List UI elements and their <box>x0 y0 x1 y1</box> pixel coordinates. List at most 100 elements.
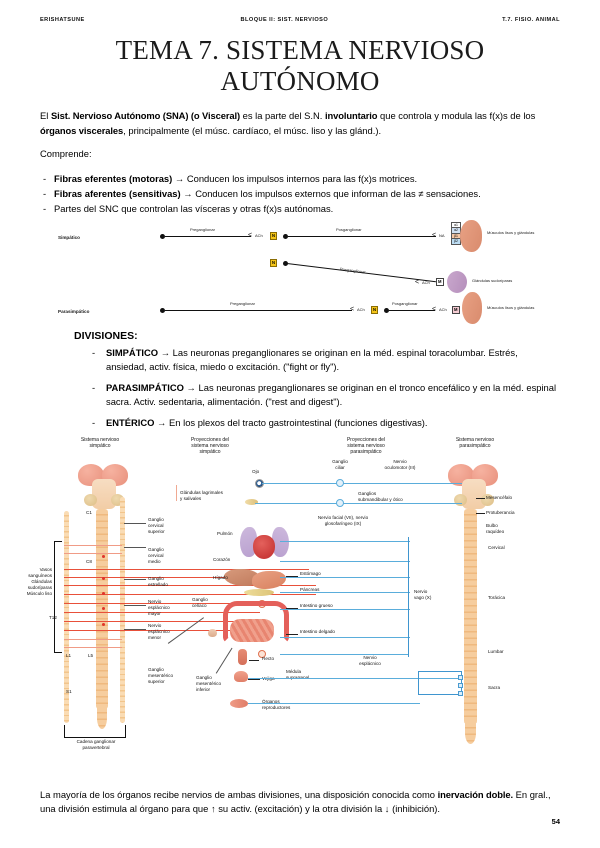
intro-paragraph: El Sist. Nervioso Autónomo (SNA) (o Visc… <box>40 109 560 138</box>
division-desc: → Las neuronas preganglionares se origin… <box>106 346 518 372</box>
fig1-axon-pre-symp <box>165 236 251 237</box>
division-desc: → En los plexos del tracto gastrointesti… <box>154 416 428 428</box>
fig1-ach-symp-1: ACh <box>255 232 263 238</box>
fig1-post-label-para: Posganglionar <box>392 300 418 306</box>
intro-term-sna: Sist. Nervioso Autónomo (SNA) (o Viscera… <box>50 110 241 121</box>
fig2-para-projection <box>248 677 458 679</box>
fig2-ramus <box>64 593 316 595</box>
fig2-spine-mark-t1: T12 <box>49 614 57 620</box>
fig2-spine-mark-s1: S1 <box>66 688 72 694</box>
fig2-label-bladder: Vejiga <box>262 676 275 682</box>
fig2-ramus <box>64 544 122 546</box>
fig1-organ-smooth-muscle <box>460 219 482 252</box>
fig1-receptor-m-para: M <box>452 305 460 314</box>
outro-paragraph: La mayoría de los órganos recibe nervios… <box>40 788 560 817</box>
header-center: BLOQUE II: SIST. NERVIOSO <box>240 17 329 23</box>
fig2-leader-line <box>124 546 146 548</box>
fig2-label-ciliary-ganglion: Ganglio ciliar <box>332 458 348 470</box>
fig1-receptor-n-symp-2: N <box>270 258 278 267</box>
fig2-ramus <box>64 629 264 631</box>
outro-text-c: En gral., una división estimula al órgan… <box>40 788 551 815</box>
fig2-organ-rectum <box>238 648 247 665</box>
fig2-inferior-mesenteric-ganglion-ring <box>258 649 266 658</box>
fig2-left-margin-label: Vasos sanguíneos Glándulas sudoríparas M… <box>26 566 52 596</box>
fig2-label-small-intestine: Intestino delgado <box>300 628 335 634</box>
fig1-pre-label-para: Preganglionar <box>230 300 255 306</box>
fig2-ramus <box>64 552 122 554</box>
fig2-organ-bladder <box>234 670 248 682</box>
fig2-ramus <box>64 638 122 640</box>
fig2-sacral-node <box>458 682 463 688</box>
fig2-lateral-horn-node <box>102 576 105 580</box>
fig2-leader-line <box>124 628 146 630</box>
fig2-ramus <box>64 646 122 648</box>
figure-neurotransmitter-schematic: Simpático Preganglionar < ACh N Posgangl… <box>40 218 560 326</box>
fig2-label-lesser-splanchnic-nerve: Nervio esplácnico menor <box>148 622 170 640</box>
fig1-ach-para-2: ACh <box>439 306 447 312</box>
fig1-terminal-sweat: < <box>415 278 420 286</box>
fig2-spine-mark-l5: L5 <box>88 652 94 658</box>
intro-text-e: que controla y modula las f(x)s de los <box>377 110 536 121</box>
fig2-spinal-cord-parasympathetic <box>464 508 477 724</box>
bullet-dash: - <box>43 172 47 184</box>
fig2-region-cervical: Cervical <box>488 544 505 550</box>
fig2-lateral-horn-node <box>102 591 105 595</box>
fig2-header-para-projections: Proyecciones del sistema nervioso parasi… <box>346 436 386 456</box>
fig2-para-projection <box>280 540 410 542</box>
header-left: ERISHATSUNE <box>40 17 85 23</box>
fig2-cerebellum-left-a <box>84 493 97 506</box>
fig2-leader-line <box>286 607 298 609</box>
running-header: ERISHATSUNE BLOQUE II: SIST. NERVIOSO T.… <box>40 0 560 23</box>
fig1-organ-sweat-gland <box>447 270 467 293</box>
fig1-label-sympathetic: Simpático <box>58 234 80 240</box>
fig2-organ-heart <box>253 534 275 559</box>
fig1-receptor-n-symp-1: N <box>270 231 278 240</box>
bullet-rest: Partes del SNC que controlan las víscera… <box>54 202 334 214</box>
fig1-target-label-symp: Músculos lisos y glándulas <box>487 229 535 235</box>
fig2-region-thoracic: Torácica <box>488 594 506 600</box>
fig2-para-projection <box>280 576 410 578</box>
fig2-label-heart: Corazón <box>213 556 231 562</box>
fig2-leader-line <box>476 497 485 499</box>
fig2-ramus <box>64 576 309 578</box>
fig1-soma-post-para <box>384 307 389 313</box>
fig1-axon-post-symp <box>288 236 436 237</box>
fig2-bracket-paravertebral <box>64 724 126 738</box>
fig2-leader-line <box>286 633 298 635</box>
fig2-label-eye: Ojo <box>252 468 260 474</box>
fig2-para-projection <box>255 502 462 504</box>
fig2-vagus-bracket <box>408 536 409 657</box>
intro-text-c: es la parte del S.N. <box>240 110 325 121</box>
fig2-label-submandibular-otic-ganglia: Ganglios submandibular y ótico <box>358 490 403 502</box>
fig2-label-liver: Hígado <box>213 574 228 580</box>
fig2-ciliary-ganglion-ring <box>336 478 344 487</box>
fig2-label-adrenal-medulla: Médula suprarrenal <box>286 668 309 680</box>
fig2-label-stomach: Estómago <box>300 570 321 576</box>
fig1-ach-sweat: ACh <box>422 279 430 285</box>
figure-ans-anatomy-plate: Sistema nervioso simpático Proyecciones … <box>27 436 560 782</box>
fig1-soma-post-symp <box>283 233 288 239</box>
fig2-callout-box-glands <box>176 484 273 501</box>
fig2-label-lung: Pulmón <box>217 530 233 536</box>
fig2-spine-mark-c1: C1 <box>86 509 92 515</box>
fig2-label-mesencephalon: Mesencéfalo <box>486 494 513 500</box>
fig2-leader-line <box>215 647 233 673</box>
fig2-organ-lung-left <box>240 526 257 557</box>
fig2-bracket-left-targets <box>54 540 62 653</box>
fig2-organ-small-intestine <box>230 618 274 642</box>
bullet-dash: - <box>43 202 47 214</box>
fig2-label-large-intestine: Intestino grueso <box>300 602 333 608</box>
fig1-soma-pre-para <box>160 307 165 313</box>
bullet-rest: → Conducen los impulsos externos que inf… <box>180 187 481 199</box>
fig2-leader-line <box>248 678 260 680</box>
fig2-ganglion-chain-right <box>120 496 125 723</box>
division-item-enterico: -ENTÉRICO → En los plexos del tracto gas… <box>92 416 560 430</box>
fig2-leader-line <box>124 578 146 580</box>
divisiones-heading: DIVISIONES: <box>74 329 138 342</box>
fig2-header-symp-system: Sistema nervioso simpático <box>80 436 120 449</box>
fig2-cerebellum-right-b <box>481 493 494 506</box>
fig2-leader-line <box>286 575 298 577</box>
fig2-label-superior-mesenteric-ganglion: Ganglio mesentérico superior <box>148 666 174 684</box>
fig2-organ-reproductive <box>230 698 248 708</box>
fig2-label-splanchnic-nerve: Nervio esplácnico <box>359 654 381 666</box>
